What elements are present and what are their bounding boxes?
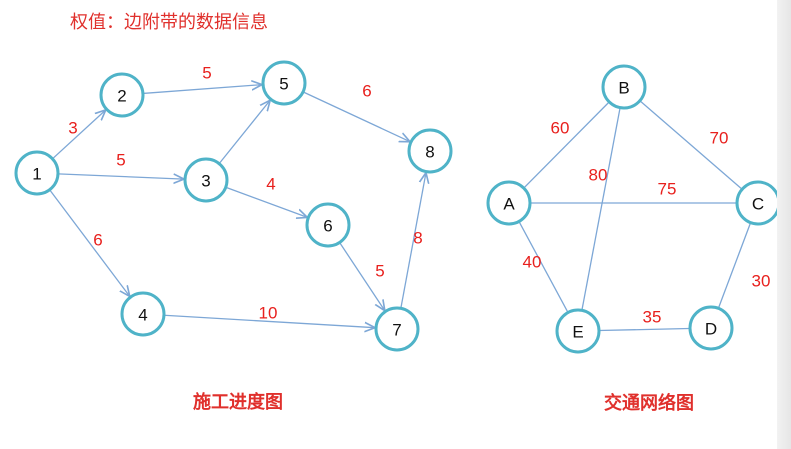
- traffic-network-graph: 60 70 75 80 40 30 35 A B C D E: [486, 64, 781, 354]
- traffic-edge-b-c: [639, 100, 742, 190]
- traffic-node-circle: [601, 64, 647, 110]
- traffic-edge-b-e: [581, 107, 621, 310]
- project-node-circle: [99, 72, 145, 118]
- project-edge-2-5: [142, 85, 262, 95]
- project-node-circle: [183, 157, 229, 203]
- project-weight-5-8: 6: [362, 82, 371, 101]
- project-node-label: 5: [279, 75, 288, 94]
- traffic-edge-a-b: [523, 102, 609, 189]
- project-node-2: 2: [99, 72, 145, 118]
- project-node-circle: [120, 291, 166, 337]
- project-node-circle: [305, 202, 351, 248]
- caption-project-schedule: 施工进度图: [193, 392, 283, 413]
- project-node-label: 4: [138, 306, 147, 325]
- project-weight-7-8: 8: [413, 229, 422, 248]
- project-weight-1-3: 5: [116, 151, 125, 170]
- traffic-node-label: E: [572, 323, 583, 342]
- project-edge-4-7: [163, 314, 375, 327]
- scroll-edge: [777, 0, 791, 449]
- project-edge-7-8: [400, 173, 426, 309]
- traffic-edge-a-e: [518, 221, 569, 312]
- project-node-circle: [261, 60, 307, 106]
- project-weight-1-4: 6: [93, 231, 102, 250]
- project-node-label: 6: [323, 217, 332, 236]
- traffic-node-circle: [486, 180, 532, 226]
- project-node-4: 4: [120, 291, 166, 337]
- project-edge-3-5: [218, 100, 270, 165]
- project-node-7: 7: [374, 306, 420, 352]
- project-edge-1-3: [57, 173, 184, 179]
- project-schedule-graph: 3 5 6 5 4 6 5 10 8 1 2 3 4 5 6 7 8: [14, 60, 453, 352]
- traffic-node-a: A: [486, 180, 532, 226]
- project-edge-3-6: [225, 186, 308, 217]
- project-node-circle: [14, 150, 60, 196]
- traffic-weight-e-d: 35: [643, 308, 662, 327]
- project-edge-1-2: [52, 110, 105, 160]
- project-weight-2-5: 5: [202, 64, 211, 83]
- traffic-node-label: A: [503, 195, 515, 214]
- project-node-label: 3: [201, 172, 210, 191]
- traffic-weight-a-c: 75: [658, 180, 677, 199]
- project-node-8: 8: [407, 128, 453, 174]
- project-weight-3-6: 4: [266, 175, 275, 194]
- traffic-node-e: E: [555, 308, 601, 354]
- traffic-weight-b-e: 80: [589, 166, 608, 185]
- project-weight-4-7: 10: [259, 304, 278, 323]
- caption-traffic-network: 交通网络图: [604, 393, 694, 414]
- project-node-circle: [407, 128, 453, 174]
- project-weight-1-2: 3: [68, 119, 77, 138]
- traffic-node-circle: [688, 305, 734, 351]
- traffic-edge-c-d: [718, 222, 752, 308]
- traffic-node-label: D: [705, 320, 717, 339]
- project-node-circle: [374, 306, 420, 352]
- traffic-weight-b-c: 70: [710, 129, 729, 148]
- project-node-label: 2: [117, 87, 126, 106]
- project-node-5: 5: [261, 60, 307, 106]
- project-node-6: 6: [305, 202, 351, 248]
- traffic-node-d: D: [688, 305, 734, 351]
- traffic-node-label: C: [752, 195, 764, 214]
- project-node-label: 1: [32, 165, 41, 184]
- page-title: 权值：边附带的数据信息: [70, 12, 268, 33]
- traffic-node-b: B: [601, 64, 647, 110]
- traffic-node-label: B: [618, 79, 629, 98]
- traffic-weight-a-b: 60: [551, 119, 570, 138]
- traffic-node-c: C: [735, 180, 781, 226]
- project-edge-1-4: [49, 189, 130, 297]
- project-node-3: 3: [183, 157, 229, 203]
- project-node-1: 1: [14, 150, 60, 196]
- project-edge-5-8: [302, 91, 410, 142]
- traffic-edge-e-d: [598, 327, 690, 332]
- project-node-label: 8: [425, 143, 434, 162]
- traffic-weight-c-d: 30: [752, 272, 771, 291]
- project-edge-6-7: [339, 242, 385, 310]
- project-node-label: 7: [392, 321, 401, 340]
- project-weight-6-7: 5: [375, 262, 384, 281]
- traffic-node-circle: [555, 308, 601, 354]
- traffic-weight-a-e: 40: [523, 253, 542, 272]
